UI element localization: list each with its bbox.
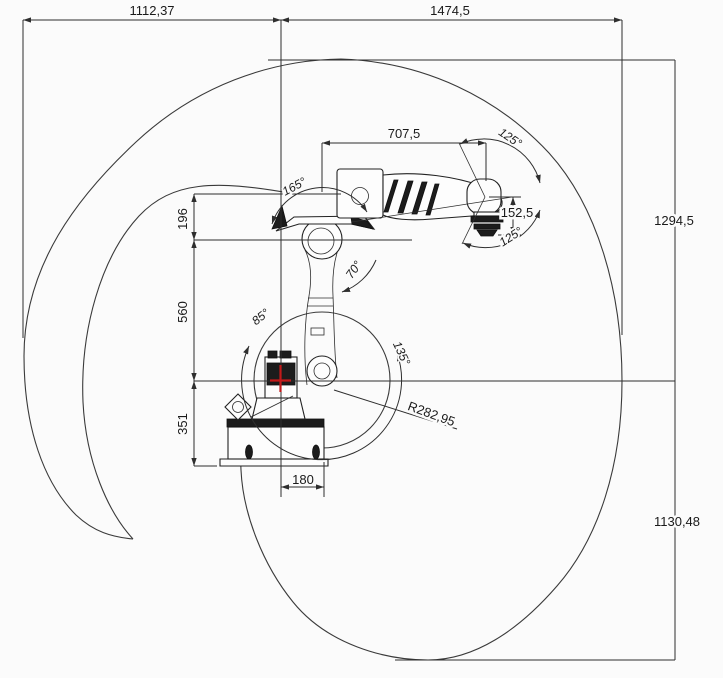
origin-marker (270, 365, 291, 392)
lower-arm-cover (310, 327, 325, 336)
dim-label-196: 196 (175, 208, 190, 230)
dimension-labels: 1112,37 1474,5 1294,5 1130,48 196 560 35… (127, 1, 703, 532)
turret-connector-2 (279, 350, 292, 359)
boom-hatch-stripe-2 (397, 180, 414, 214)
boom-hatch-stripe-4 (425, 183, 440, 216)
turret-connector-1 (267, 350, 278, 359)
base-gusset-line (250, 395, 294, 418)
dim-label-r282: R282,95 (406, 398, 457, 429)
arc-165deg (271, 187, 368, 225)
flange-band-1 (470, 215, 504, 223)
arc-70deg (341, 259, 377, 293)
dim-label-560: 560 (175, 301, 190, 323)
base-bolt-right (312, 444, 320, 460)
angle-label-135: 135° (390, 339, 413, 368)
j3-motor-box (336, 168, 384, 219)
arc-125deg-bottom (462, 209, 541, 249)
robot-base-top-bar (226, 418, 325, 428)
base-tilted-bracket (224, 393, 252, 421)
robot-turret-pedestal (251, 397, 306, 420)
angle-arcs (241, 138, 541, 461)
base-bolt-left (245, 444, 253, 460)
dim-label-351: 351 (175, 413, 190, 435)
angle-label-125-bottom: 125° (497, 224, 526, 249)
envelope-right-spiral-arc (240, 58, 623, 661)
dimension-lines (22, 17, 676, 661)
arc-125deg-top (459, 138, 541, 184)
boom-hatch-stripe-1 (383, 179, 399, 213)
envelope-outer-left-arc (23, 58, 342, 540)
angle-label-70: 70° (343, 258, 365, 281)
angle-label-85: 85° (249, 306, 272, 328)
flange-tip (476, 229, 498, 237)
dim-label-152: 152,5 (501, 205, 534, 220)
dim-label-1112: 1112,37 (129, 3, 174, 18)
dim-label-707: 707,5 (388, 126, 421, 141)
robot-base-plate (219, 458, 329, 467)
arc-85-135deg (241, 345, 403, 461)
dim-label-1474: 1474,5 (430, 3, 470, 18)
wrist-radial-top (458, 142, 486, 198)
j2-shoulder-hub (313, 362, 331, 380)
robot-base-body (227, 426, 325, 460)
dim-label-180: 180 (292, 472, 314, 487)
envelope-inner-left-arc (82, 184, 290, 540)
boom-hatch-stripe-3 (411, 181, 428, 215)
angle-label-165: 165° (280, 174, 309, 198)
flange-band-2 (473, 223, 501, 230)
upper-arm-axis-line (351, 196, 513, 223)
j3-elbow-hub (307, 227, 335, 255)
dim-label-1294: 1294,5 (654, 213, 694, 228)
angle-label-125-top: 125° (496, 125, 525, 151)
dim-label-1130: 1130,48 (654, 514, 700, 529)
bracket-hole (232, 401, 244, 413)
lower-arm-right-edge (332, 246, 340, 379)
flange-collar (473, 211, 501, 217)
wrist-radial-bottom (461, 196, 486, 245)
